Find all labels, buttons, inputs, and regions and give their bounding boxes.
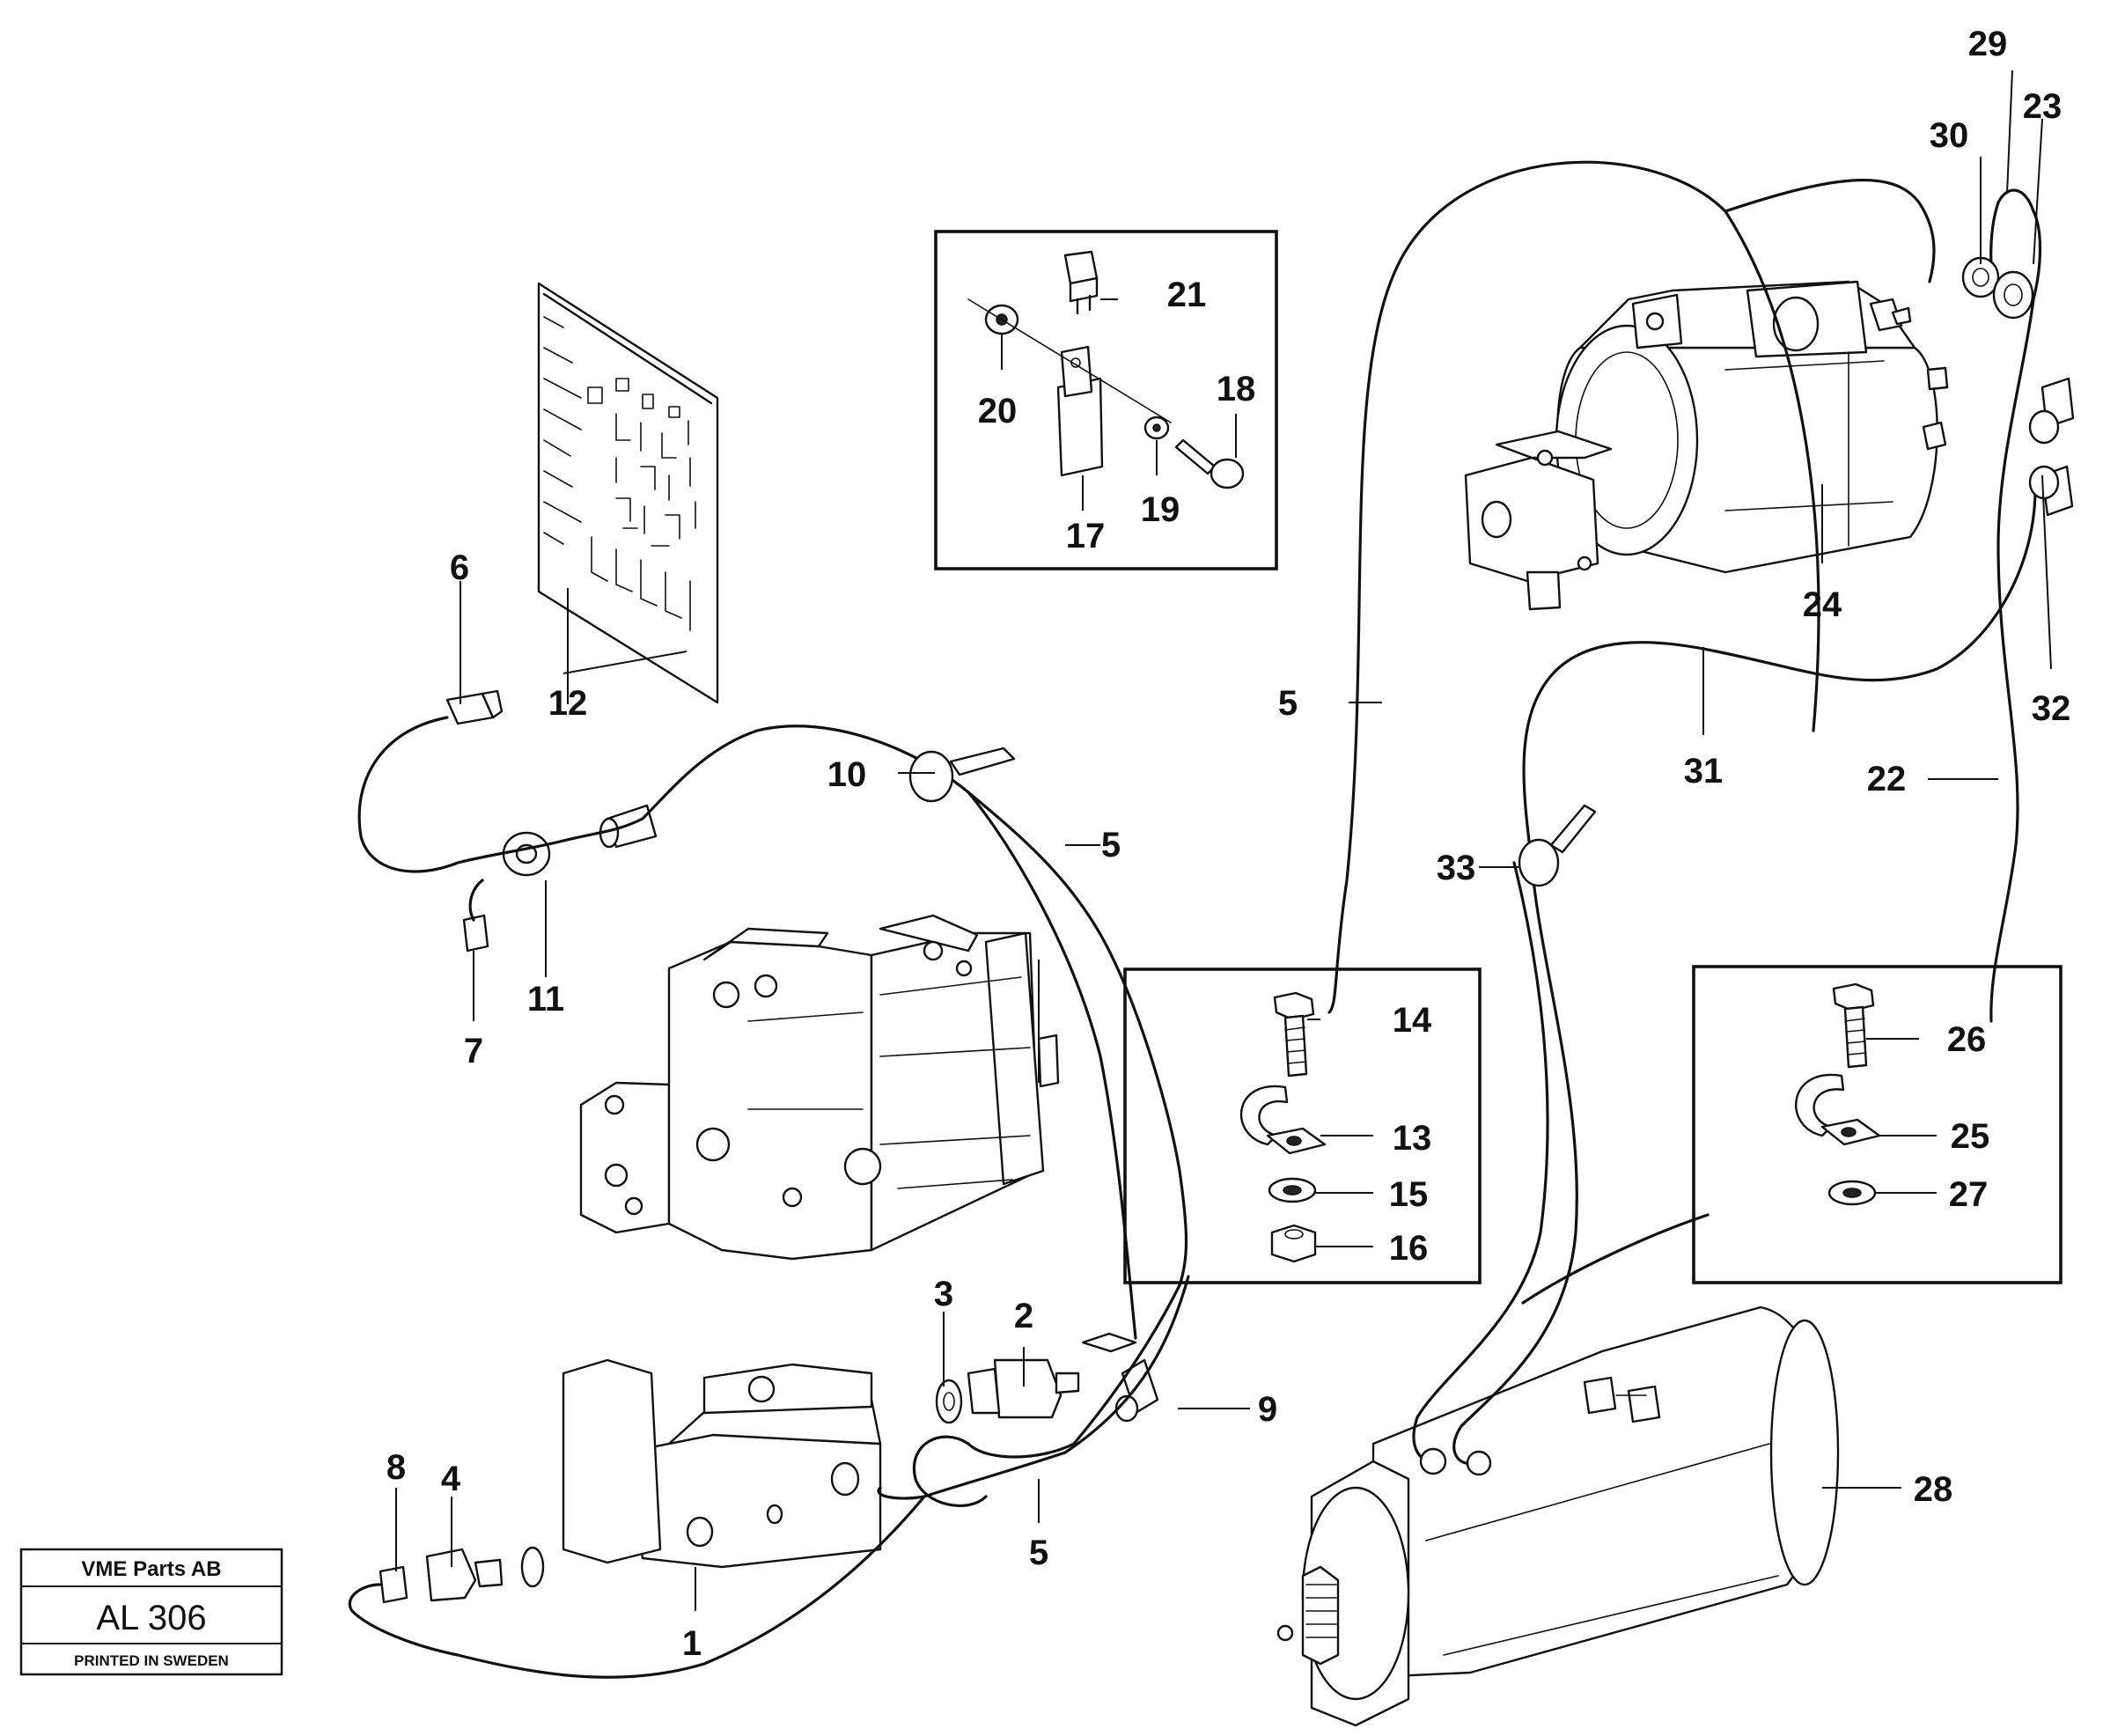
callout-12: 12 xyxy=(548,684,588,723)
callout-11: 11 xyxy=(527,980,564,1019)
grommet-11 xyxy=(502,831,551,877)
ring-terminal-23 xyxy=(1992,270,2034,320)
washer-15 xyxy=(1268,1177,1317,1203)
callout-31: 31 xyxy=(1684,752,1724,791)
stamp-printed: PRINTED IN SWEDEN xyxy=(74,1652,229,1669)
callout-29: 29 xyxy=(1968,25,2008,63)
callout-10: 10 xyxy=(827,755,867,794)
clamp-13 xyxy=(1239,1085,1327,1155)
cable-tie-33 xyxy=(1518,804,1597,887)
cable-harness xyxy=(348,160,2042,1679)
callout-30: 30 xyxy=(1930,116,1969,155)
callout-5c: 5 xyxy=(1029,1534,1048,1572)
starter-motor-28 xyxy=(1276,1306,1840,1727)
callout-9: 9 xyxy=(1258,1390,1277,1429)
sensor-2 xyxy=(967,1358,1080,1419)
callout-22: 22 xyxy=(1867,760,1907,798)
callout-25: 25 xyxy=(1951,1117,1990,1156)
starter-ring-terminals xyxy=(1419,1447,1492,1476)
circuit-board xyxy=(537,282,719,704)
plug-9 xyxy=(1114,1358,1159,1423)
callout-3: 3 xyxy=(934,1275,953,1313)
washer-19 xyxy=(1143,416,1170,440)
detail-box-clamp-left xyxy=(1123,967,1482,1284)
washer-3 xyxy=(935,1379,963,1424)
callout-4: 4 xyxy=(441,1460,461,1498)
callout-27: 27 xyxy=(1949,1175,1989,1214)
callout-26: 26 xyxy=(1947,1020,1987,1059)
screw-18 xyxy=(1174,438,1245,489)
bolt-26 xyxy=(1832,982,1875,1069)
sensor-axis-line xyxy=(967,298,1172,423)
starter-solenoid-24 xyxy=(1464,280,1949,611)
clamp-25 xyxy=(1795,1073,1881,1146)
callout-1: 1 xyxy=(682,1624,702,1663)
title-stamp: VME Parts AB AL 306 PRINTED IN SWEDEN xyxy=(19,1548,283,1676)
detail-box-sensor xyxy=(934,230,1278,570)
connector-6 xyxy=(445,689,504,725)
callout-2: 2 xyxy=(1014,1297,1033,1335)
clip-near-9 xyxy=(1081,1332,1137,1353)
bolt-14 xyxy=(1273,991,1315,1078)
sensor-connector-21 xyxy=(1063,250,1099,315)
callout-32: 32 xyxy=(2032,689,2071,728)
callout-7: 7 xyxy=(464,1032,483,1070)
washer-27 xyxy=(1827,1180,1877,1206)
callout-16: 16 xyxy=(1389,1229,1429,1268)
callout-17: 17 xyxy=(1066,517,1106,555)
callout-5a: 5 xyxy=(1101,826,1121,864)
connector-8 xyxy=(379,1565,408,1604)
callout-5b: 5 xyxy=(1278,684,1298,723)
callout-13: 13 xyxy=(1393,1119,1432,1158)
callout-28: 28 xyxy=(1914,1470,1953,1509)
callout-8: 8 xyxy=(386,1448,406,1487)
leader-lines xyxy=(395,70,2052,1611)
callout-15: 15 xyxy=(1389,1175,1429,1214)
stamp-code: AL 306 xyxy=(96,1599,206,1637)
callout-20: 20 xyxy=(978,392,1018,430)
callout-21: 21 xyxy=(1167,276,1207,314)
sensor-17 xyxy=(1056,345,1104,477)
callout-23: 23 xyxy=(2023,87,2063,126)
valve-block xyxy=(562,1358,882,1569)
stamp-company: VME Parts AB xyxy=(81,1557,221,1581)
sensor-4 xyxy=(425,1546,545,1602)
detail-box-clamp-right xyxy=(1692,965,2063,1284)
callout-18: 18 xyxy=(1217,370,1256,408)
nut-16 xyxy=(1270,1224,1317,1263)
callout-6: 6 xyxy=(450,548,469,587)
callout-33: 33 xyxy=(1437,849,1476,887)
callout-24: 24 xyxy=(1803,585,1842,624)
callout-14: 14 xyxy=(1393,1001,1432,1040)
callouts: 1 2 3 4 5 5 5 6 7 8 9 10 11 12 13 14 15 … xyxy=(386,25,2070,1663)
terminal-boot-32 xyxy=(2028,465,2074,517)
hydraulic-pump xyxy=(579,914,1060,1261)
callout-19: 19 xyxy=(1141,490,1180,529)
cable-tie-10 xyxy=(908,747,1016,803)
connector-7 xyxy=(462,914,489,953)
terminal-boot-top xyxy=(2028,377,2075,445)
